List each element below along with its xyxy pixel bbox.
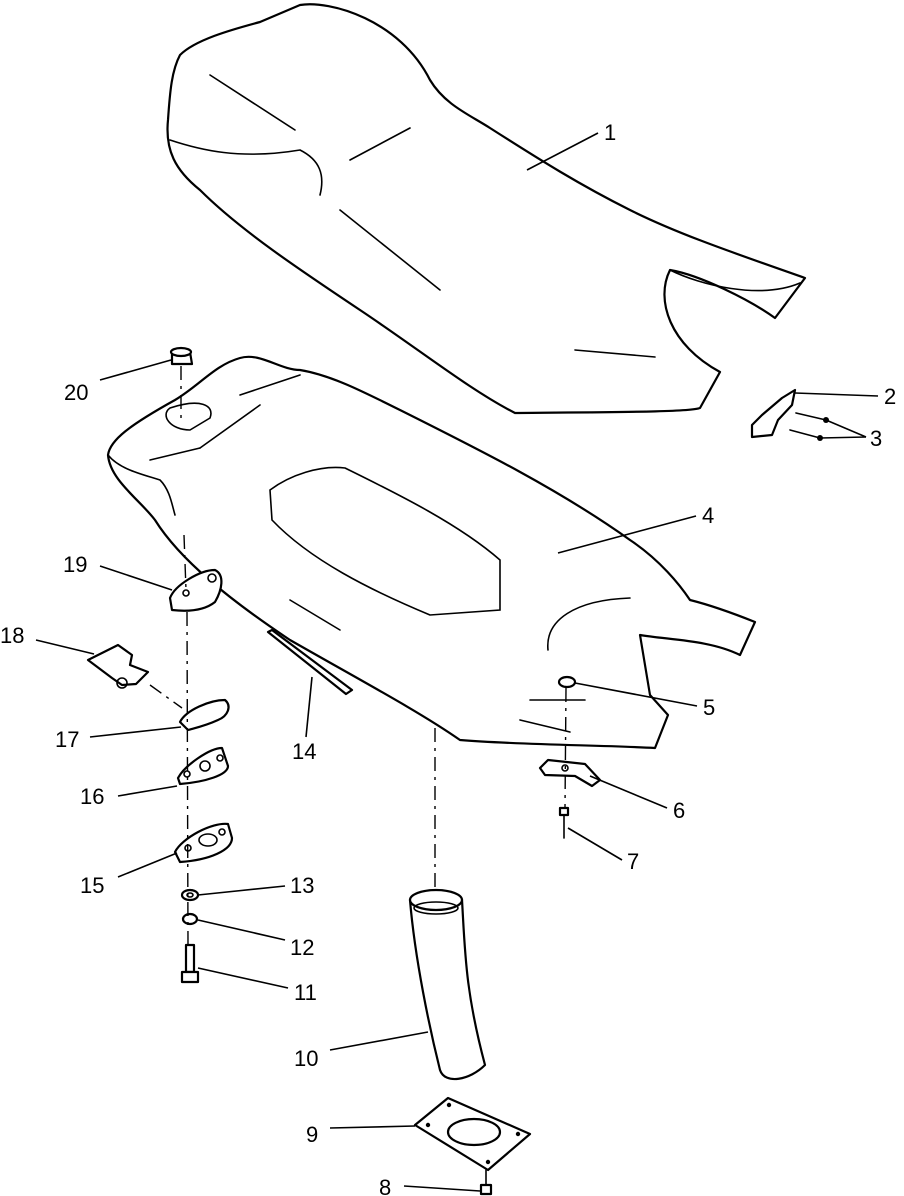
part-12-lock-washer — [181, 912, 199, 926]
callout-12: 12 — [290, 935, 314, 960]
part-1-seat — [166, 3, 807, 415]
callout-13: 13 — [290, 873, 314, 898]
callout-3: 3 — [870, 426, 882, 451]
part-3-screws — [789, 412, 829, 441]
callout-14: 14 — [292, 739, 316, 764]
part-7-screw — [558, 806, 570, 839]
callout-7: 7 — [627, 849, 639, 874]
assembly-centerlines — [149, 366, 567, 946]
part-2-bracket — [750, 388, 797, 439]
callout-6: 6 — [673, 798, 685, 823]
part-5-nut — [557, 675, 577, 689]
part-9-plate — [413, 1096, 532, 1172]
part-11-bolt — [180, 943, 200, 984]
part-10-hose — [408, 888, 487, 1081]
callout-20: 20 — [64, 380, 88, 405]
callout-5: 5 — [703, 695, 715, 720]
part-13-washer — [180, 888, 200, 902]
leader-lines — [35, 132, 879, 1192]
callout-15: 15 — [80, 873, 104, 898]
part-17-clip — [178, 698, 230, 732]
callout-8: 8 — [379, 1175, 391, 1196]
callout-16: 16 — [80, 784, 104, 809]
part-4-seat-base — [106, 355, 757, 750]
callout-1: 1 — [604, 120, 616, 145]
callout-19: 19 — [63, 552, 87, 577]
callout-labels: 1 2 3 4 5 6 7 8 9 10 11 12 13 14 15 16 1… — [0, 120, 896, 1196]
callout-18: 18 — [0, 623, 24, 648]
part-8-screw — [479, 1169, 493, 1196]
callout-2: 2 — [884, 384, 896, 409]
part-16-plate — [176, 746, 230, 786]
callout-10: 10 — [294, 1046, 318, 1071]
part-14-strip — [266, 628, 354, 696]
callout-9: 9 — [306, 1122, 318, 1147]
part-18-latch — [86, 643, 150, 689]
part-20-grommet — [169, 346, 194, 366]
callout-11: 11 — [294, 980, 317, 1005]
part-19-spacer — [168, 568, 223, 612]
callout-4: 4 — [702, 503, 714, 528]
part-15-latch-base — [173, 822, 234, 864]
part-6-latch-bracket — [538, 758, 602, 788]
callout-17: 17 — [55, 727, 79, 752]
